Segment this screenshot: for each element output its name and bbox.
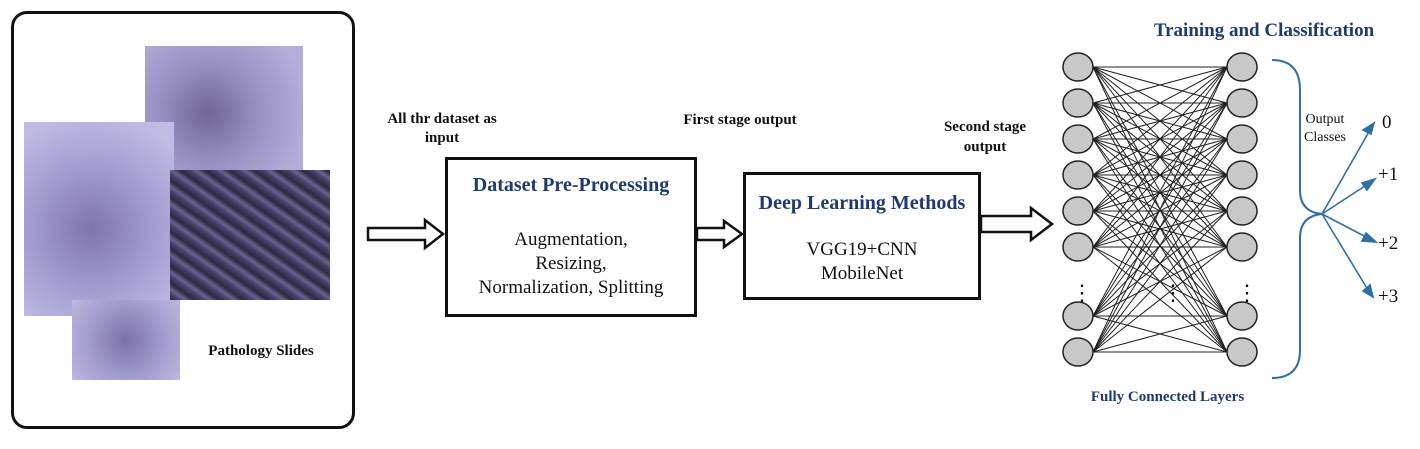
hidden-node <box>1226 301 1258 331</box>
deep-learning-method-1: VGG19+CNN <box>806 239 918 260</box>
network-edge <box>1092 174 1228 248</box>
input-node <box>1062 232 1094 262</box>
first-stage-label: First stage output <box>683 112 797 128</box>
deep-learning-box <box>743 172 981 300</box>
network-edge <box>1092 102 1228 353</box>
network-edge <box>1092 66 1228 248</box>
input-node <box>1062 337 1094 367</box>
hidden-node <box>1226 196 1258 226</box>
ellipsis-right: ⋮ <box>1236 280 1258 305</box>
slide-image-dark <box>170 170 330 300</box>
hidden-node <box>1226 232 1258 262</box>
input-node <box>1062 88 1094 118</box>
ellipsis-middle: ⋮ <box>1162 280 1184 305</box>
network-edge <box>1092 66 1228 176</box>
ellipsis-left: ⋮ <box>1071 280 1093 305</box>
hidden-layer-nodes <box>1226 52 1258 367</box>
network-edge <box>1092 210 1228 353</box>
input-node <box>1062 196 1094 226</box>
training-title: Training and Classification <box>1153 20 1375 41</box>
second-stage-label-1: Second stage <box>943 119 1027 135</box>
output-classes-label-2: Classes <box>1304 130 1346 145</box>
network-edge <box>1092 246 1228 353</box>
network-edge <box>1092 102 1228 248</box>
second-stage-label-2: output <box>963 139 1007 155</box>
hidden-node <box>1226 160 1258 190</box>
network-edge <box>1092 66 1228 353</box>
network-edge <box>1092 210 1228 248</box>
preprocessing-step-1: Augmentation, <box>514 229 628 250</box>
hidden-node <box>1226 52 1258 82</box>
deep-learning-title: Deep Learning Methods <box>758 192 966 214</box>
network-edge <box>1092 66 1228 317</box>
output-brace <box>1271 59 1323 379</box>
input-node <box>1062 52 1094 82</box>
input-node <box>1062 301 1094 331</box>
output-classes-label-1: Output <box>1305 112 1345 127</box>
hidden-node <box>1226 88 1258 118</box>
first-stage-arrow <box>695 218 745 250</box>
slide-image-left <box>24 122 174 316</box>
network-edge <box>1092 66 1228 104</box>
class-label-2: +2 <box>1378 233 1399 254</box>
input-layer-nodes <box>1062 52 1094 367</box>
input-arrow <box>366 217 446 251</box>
class-label-3: +3 <box>1378 286 1399 307</box>
input-arrow-label-2: input <box>424 130 460 146</box>
output-arrows <box>1321 121 1379 299</box>
network-edge <box>1092 315 1228 353</box>
network-edge <box>1092 66 1228 212</box>
network-edge <box>1092 66 1228 140</box>
deep-learning-method-2: MobileNet <box>820 263 904 284</box>
preprocessing-step-3: Normalization, Splitting <box>478 277 664 298</box>
class-label-1: +1 <box>1378 164 1399 185</box>
input-node <box>1062 124 1094 154</box>
fully-connected-label: Fully Connected Layers <box>1090 389 1245 405</box>
preprocessing-title: Dataset Pre-Processing <box>472 174 670 196</box>
network-edge <box>1092 138 1228 248</box>
hidden-node <box>1226 337 1258 367</box>
hidden-node <box>1226 124 1258 154</box>
network-edges <box>1092 66 1228 353</box>
input-node <box>1062 160 1094 190</box>
class-label-0: 0 <box>1382 112 1392 133</box>
preprocessing-step-2: Resizing, <box>535 253 607 274</box>
second-stage-arrow <box>979 205 1055 243</box>
preprocessing-box <box>445 157 697 317</box>
input-arrow-label-1: All thr dataset as <box>387 111 497 127</box>
pathology-slides-label: Pathology Slides <box>208 343 314 359</box>
network-edge <box>1092 138 1228 353</box>
pathology-slides-panel <box>11 11 355 429</box>
slide-image-bottom <box>72 300 180 380</box>
network-edge <box>1092 174 1228 353</box>
